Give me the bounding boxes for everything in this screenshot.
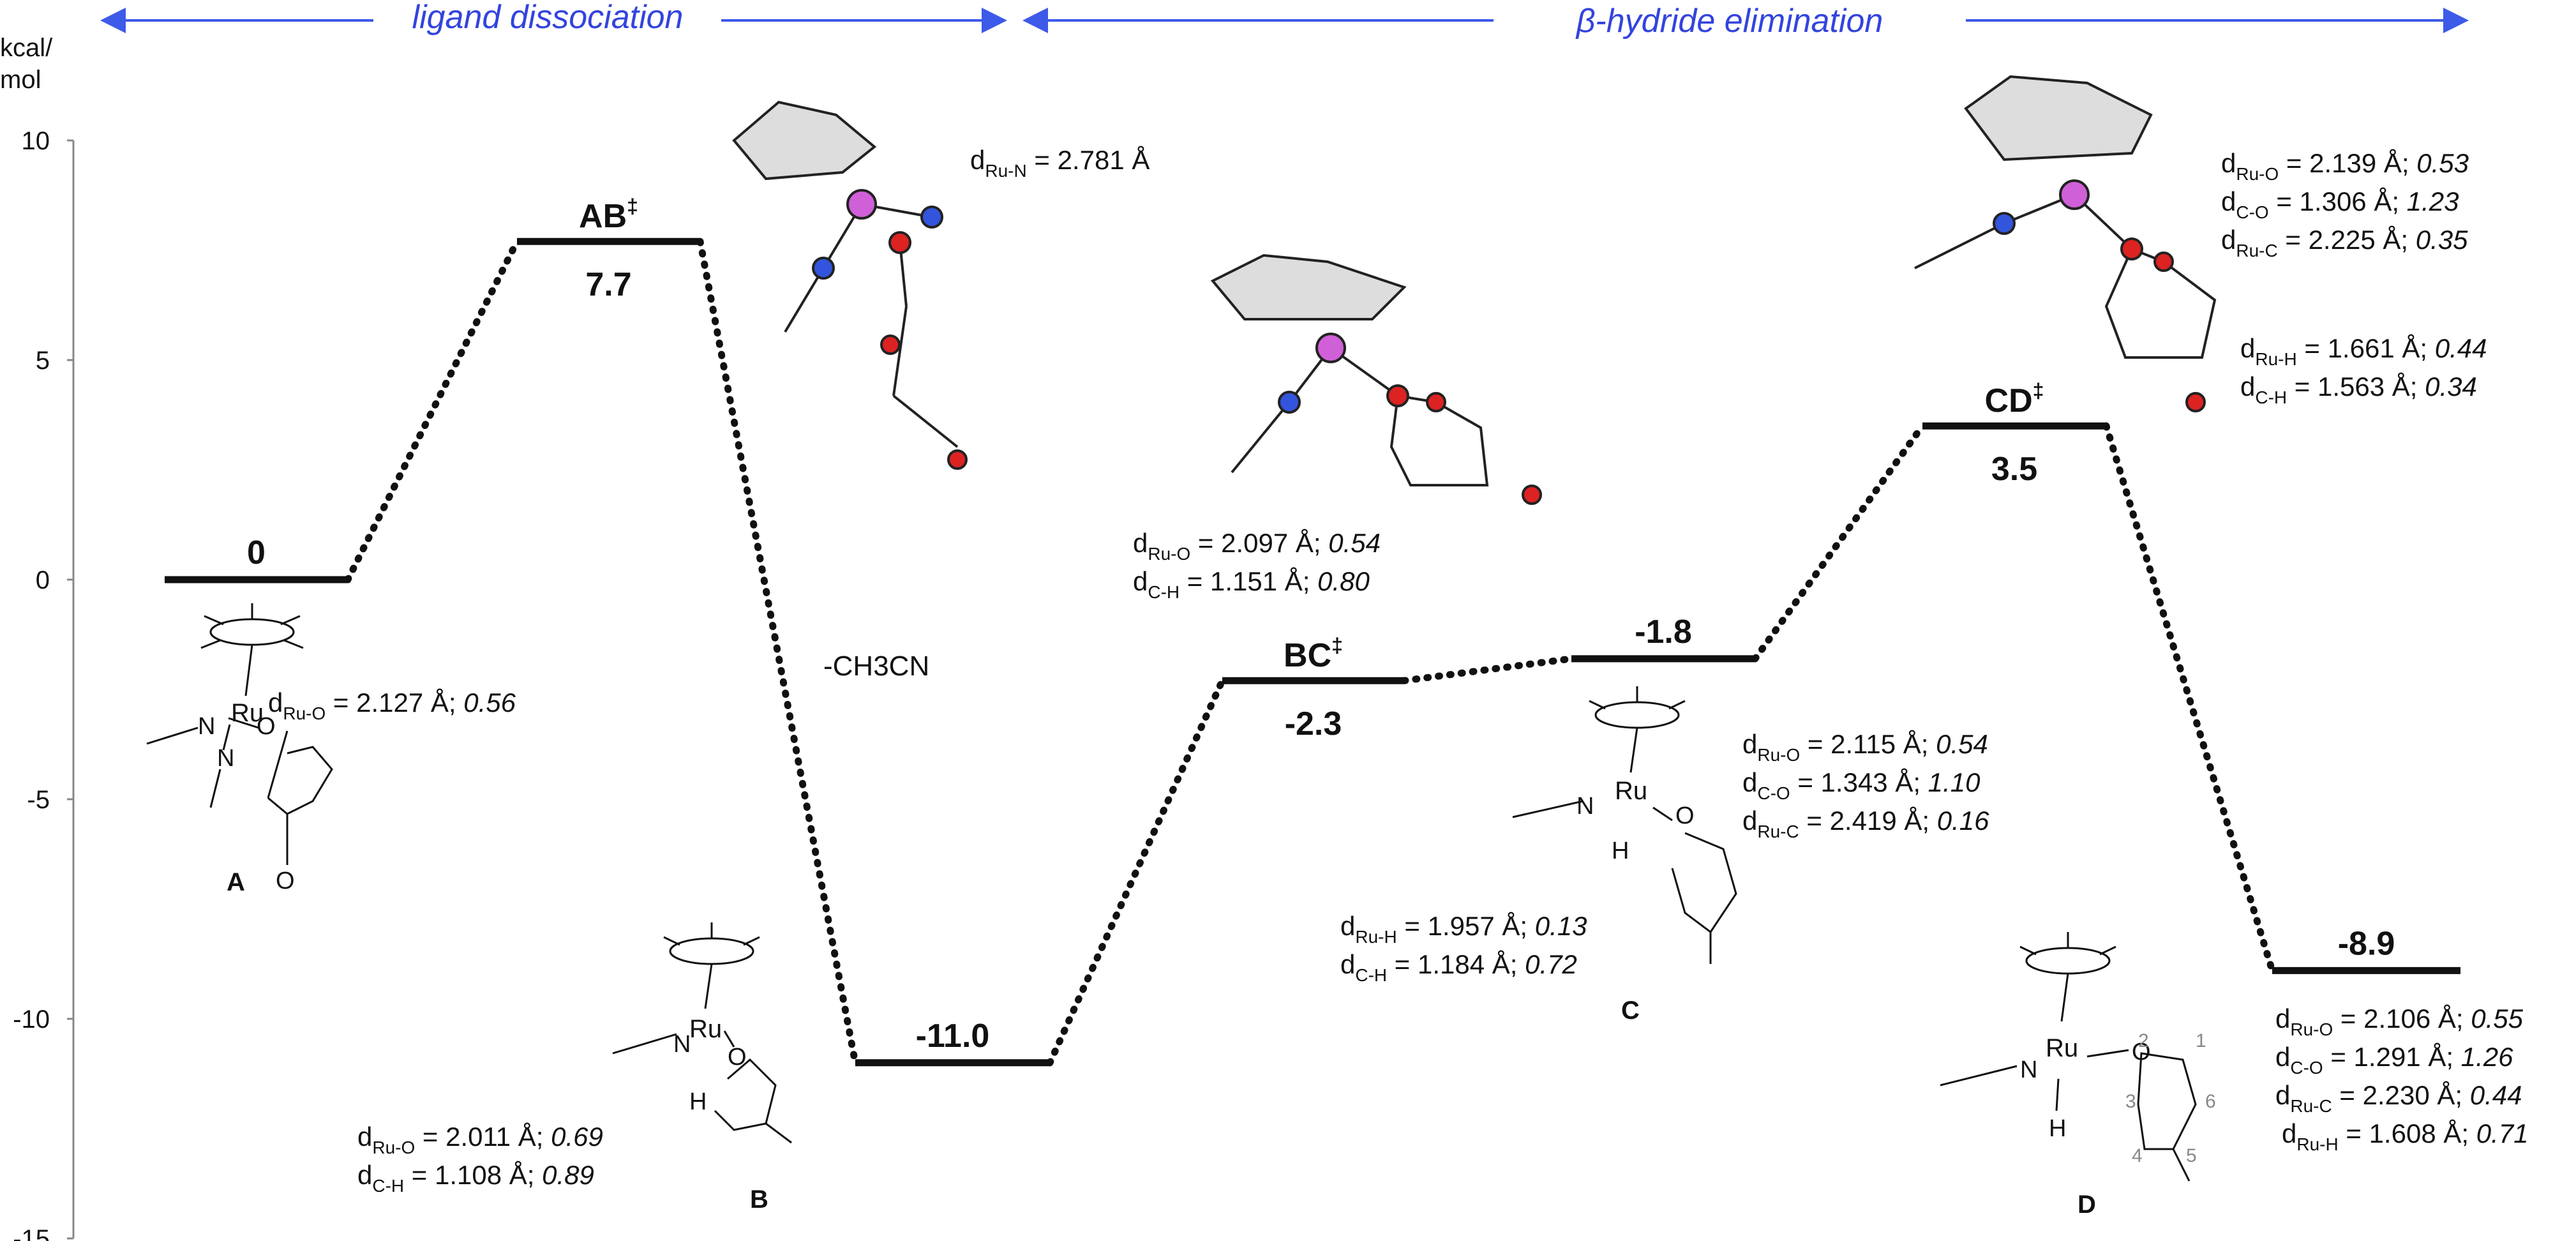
ring-number-6: 6: [2205, 1091, 2216, 1112]
energy-value: -2.3: [1285, 705, 1342, 742]
bond-annotation: dRu-O = 2.127 Å; 0.56: [268, 688, 516, 723]
energy-value: -11.0: [916, 1018, 990, 1055]
leaving-group: -CH3CN: [823, 651, 929, 682]
bond-annotation: dRu-C = 2.419 Å; 0.16: [1742, 806, 1989, 841]
energy-value: 0: [247, 534, 266, 571]
structure-label-B: B: [750, 1185, 768, 1214]
connector-dotted: [2102, 422, 2276, 974]
ring-number-4: 4: [2132, 1145, 2143, 1166]
y-tick-label: -15: [13, 1225, 50, 1241]
bond-annotation: dC-O = 1.306 Å; 1.23: [2221, 186, 2459, 222]
ts-name: AB‡: [579, 195, 638, 235]
structure-B-drawing: [612, 922, 792, 1144]
header-ligand-dissociation: ligand dissociation: [412, 0, 684, 36]
bond-annotation: dC-O = 1.343 Å; 1.10: [1742, 767, 1981, 803]
bond-annotation: dC-H = 1.108 Å; 0.89: [357, 1160, 594, 1196]
ring-numbers-D: 1 2 3 4 5 6: [2125, 1030, 2216, 1166]
atom-A-Ru: Ru: [231, 699, 264, 727]
ring-number-2: 2: [2138, 1030, 2149, 1051]
ring-number-5: 5: [2186, 1145, 2197, 1166]
atom-C-H: H: [1612, 838, 1629, 864]
bond-annotation: dC-H = 1.184 Å; 0.72: [1340, 949, 1577, 985]
connector-dotted: [696, 237, 859, 1067]
ts-name: BC‡: [1284, 634, 1343, 674]
bond-annotation: dRu-O = 2.106 Å; 0.55: [2275, 1004, 2524, 1039]
structure-D-drawing: [1940, 932, 2197, 1182]
molecule-3d-CD: [1914, 75, 2217, 412]
atom-B-H: H: [689, 1088, 707, 1115]
y-tick-label: 5: [36, 347, 50, 375]
y-tick-label: 0: [36, 566, 50, 594]
bond-annotation: dC-H = 1.151 Å; 0.80: [1133, 566, 1370, 602]
structure-A-drawing: [146, 603, 333, 865]
y-axis: kcal/ mol 10 5 0 -5 -10 -15: [0, 34, 75, 1241]
structure-C-drawing: [1512, 686, 1737, 964]
connector-dotted: [1400, 655, 1575, 684]
axis-unit-line2: mol: [0, 66, 41, 94]
molecule-3d-AB: [732, 100, 968, 470]
y-tick-label: -5: [27, 786, 50, 814]
atom-A-O2: O: [276, 868, 295, 894]
connector-dotted: [1046, 677, 1226, 1067]
structure-label-A: A: [227, 868, 245, 896]
bond-annotation: dC-O = 1.291 Å; 1.26: [2275, 1042, 2513, 1078]
atom-D-O: O: [2132, 1039, 2151, 1065]
bond-annotation: dRu-H = 1.661 Å; 0.44: [2240, 333, 2487, 369]
y-tick-label: -10: [13, 1005, 50, 1034]
energy-value: -1.8: [1635, 613, 1692, 651]
atom-A-N1: N: [198, 713, 215, 740]
ts-name: CD‡: [1985, 379, 2044, 419]
bond-annotation: dC-H = 1.563 Å; 0.34: [2240, 372, 2477, 407]
atom-D-N: N: [2020, 1057, 2037, 1083]
structure-label-D: D: [2078, 1191, 2096, 1219]
ring-number-1: 1: [2196, 1030, 2206, 1051]
connectors: [344, 237, 2276, 1067]
header-beta-hydride: β-hydride elimination: [1575, 3, 1883, 40]
atom-D-H: H: [2049, 1115, 2066, 1142]
bond-annotation: dRu-N = 2.781 Å: [970, 145, 1149, 181]
ring-number-3: 3: [2125, 1091, 2136, 1112]
atom-C-Ru: Ru: [1615, 777, 1647, 805]
atom-B-N: N: [673, 1031, 691, 1058]
bond-annotation: dRu-O = 2.115 Å; 0.54: [1742, 729, 1988, 765]
atom-B-Ru: Ru: [689, 1015, 722, 1043]
atom-D-Ru: Ru: [2046, 1034, 2078, 1062]
atom-A-O1: O: [257, 713, 276, 740]
atom-A-N2: N: [217, 745, 234, 772]
bond-annotations: dRu-O = 2.127 Å; 0.56 dRu-N = 2.781 Å dRu-…: [268, 145, 2528, 1196]
structure-label-C: C: [1621, 997, 1640, 1025]
atom-C-N: N: [1576, 793, 1594, 820]
bond-annotation: dRu-C = 2.230 Å; 0.44: [2275, 1080, 2522, 1116]
energy-value: -8.9: [2338, 925, 2395, 962]
bond-annotation: dRu-H = 1.608 Å; 0.71: [2282, 1118, 2528, 1154]
bond-annotation: dRu-O = 2.011 Å; 0.69: [357, 1122, 603, 1157]
bond-annotation: dRu-C = 2.225 Å; 0.35: [2221, 225, 2468, 260]
connector-dotted: [344, 237, 521, 583]
axis-unit-line1: kcal/: [0, 34, 53, 62]
energy-value: 7.7: [585, 266, 631, 303]
energy-value: 3.5: [1991, 451, 2037, 488]
y-tick-label: 10: [22, 127, 50, 155]
atom-B-O: O: [728, 1044, 747, 1071]
atom-C-O: O: [1675, 802, 1695, 829]
bond-annotation: dRu-O = 2.097 Å; 0.54: [1133, 528, 1381, 564]
energy-levels: 0 7.7 AB‡ -11.0 -2.3 BC‡ -1.8 3.5 CD‡ -8.9: [165, 195, 2460, 1067]
bond-annotation: dRu-H = 1.957 Å; 0.13: [1340, 911, 1587, 947]
connector-dotted: [1751, 422, 1926, 663]
bond-annotation: dRu-O = 2.139 Å; 0.53: [2221, 148, 2469, 184]
molecule-3d-BC: [1210, 253, 1542, 505]
